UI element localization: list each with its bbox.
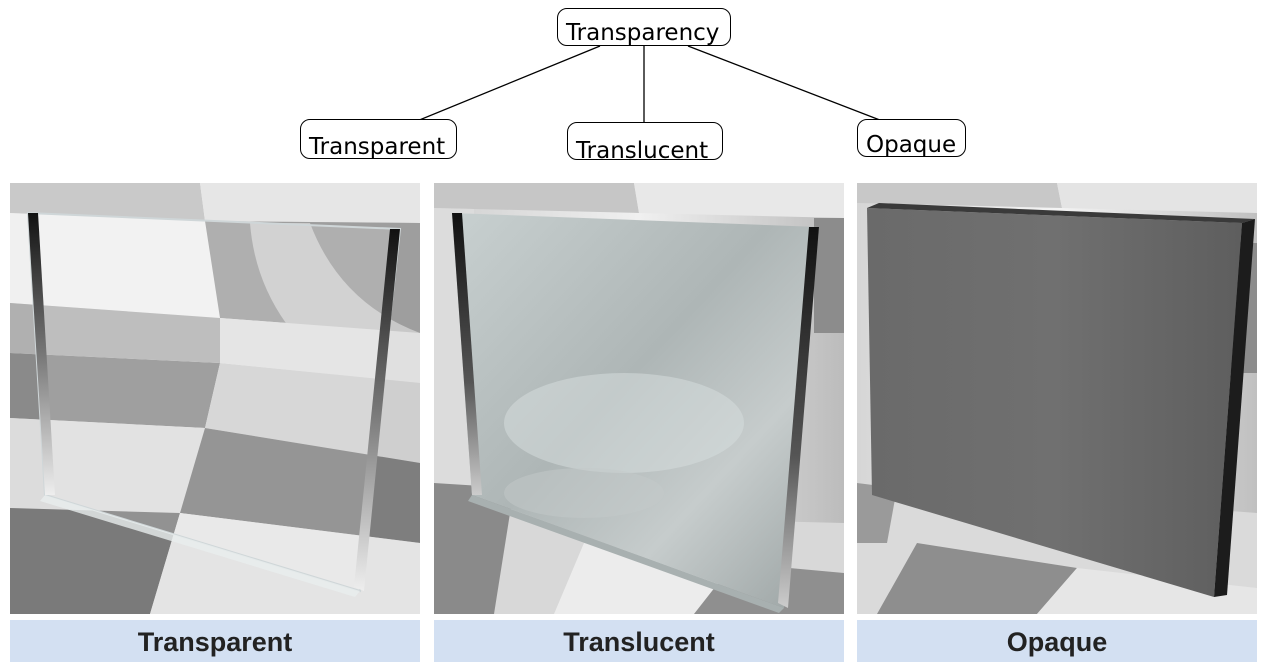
transparent-render (10, 183, 420, 614)
child-node-transparent: Transparent (300, 119, 457, 159)
caption-opaque: Opaque (857, 620, 1257, 662)
panel-opaque-image (857, 183, 1257, 614)
hierarchy-connectors (394, 45, 886, 131)
panel-translucent-image (434, 183, 844, 614)
caption-translucent: Translucent (434, 620, 844, 662)
connector-transparent (394, 45, 601, 131)
child-node-opaque: Opaque (857, 119, 966, 157)
caption-transparent: Transparent (10, 620, 420, 662)
root-node-transparency: Transparency (557, 8, 731, 46)
opaque-render (857, 183, 1257, 614)
panel-transparent-image (10, 183, 420, 614)
connector-opaque (687, 45, 886, 123)
translucent-render (434, 183, 844, 614)
child-node-translucent: Translucent (567, 122, 723, 160)
